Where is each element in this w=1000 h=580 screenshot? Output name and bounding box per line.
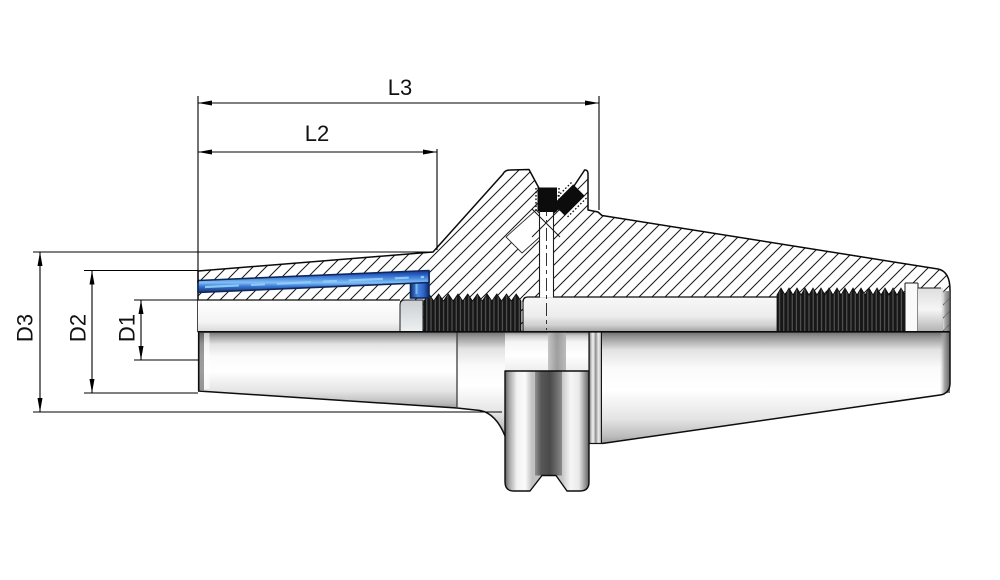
front-bore: [198, 300, 400, 332]
dimension-label-l3: L3: [388, 75, 412, 100]
taper-shank-lower: [602, 332, 950, 444]
arrowhead-down: [138, 346, 144, 360]
gripper-groove-floor: [535, 371, 562, 476]
dimension-l2: [198, 149, 438, 250]
center-bore: [523, 297, 777, 332]
internal-thread-front: [423, 293, 522, 332]
taper-end-shade: [940, 332, 950, 393]
nose-front-highlight: [204, 333, 210, 389]
arrowhead-right: [423, 149, 437, 155]
arrowhead-left: [198, 149, 212, 155]
end-counterbore: [918, 288, 943, 332]
arrowhead-down: [37, 398, 43, 412]
section-body-hatched: [197, 168, 951, 333]
nose-cylinder-lower: [198, 332, 457, 408]
dimension-label-d3: D3: [13, 314, 38, 342]
coolant-channel: [197, 269, 430, 299]
arrowhead-up: [37, 252, 43, 266]
bore-step: [399, 299, 424, 332]
dimension-d2: [84, 269, 198, 394]
dimension-label-d1: D1: [115, 314, 140, 342]
dimension-label-d2: D2: [66, 314, 91, 342]
arrowhead-up: [89, 270, 95, 285]
flange-upper-band: [505, 332, 589, 371]
thread-relief: [905, 283, 918, 332]
flange-upper-subband: [548, 332, 566, 371]
internal-thread-rear: [776, 287, 906, 332]
arrowhead-right: [585, 100, 599, 106]
end-face-shade-upper: [941, 291, 950, 332]
set-screw-axial: [537, 187, 557, 212]
dimension-label-l2: L2: [305, 121, 329, 146]
nose-front-shade: [199, 333, 204, 390]
coolant-tube: [197, 269, 430, 294]
gauge-ring-band: [589, 332, 602, 444]
lower-external-view: [197, 332, 951, 492]
thread-stipple: [566, 197, 587, 219]
arrowhead-down: [89, 379, 95, 393]
arrowhead-up: [138, 300, 144, 314]
dimension-d1: [134, 299, 198, 361]
set-screw-angled: [553, 184, 585, 216]
cone-back-lower: [457, 332, 505, 436]
dimensions: [33, 96, 600, 413]
thread-stipple: [551, 182, 572, 203]
dimension-d3: [33, 251, 502, 413]
upper-cross-section: [197, 168, 951, 333]
arrowhead-left: [198, 100, 212, 106]
